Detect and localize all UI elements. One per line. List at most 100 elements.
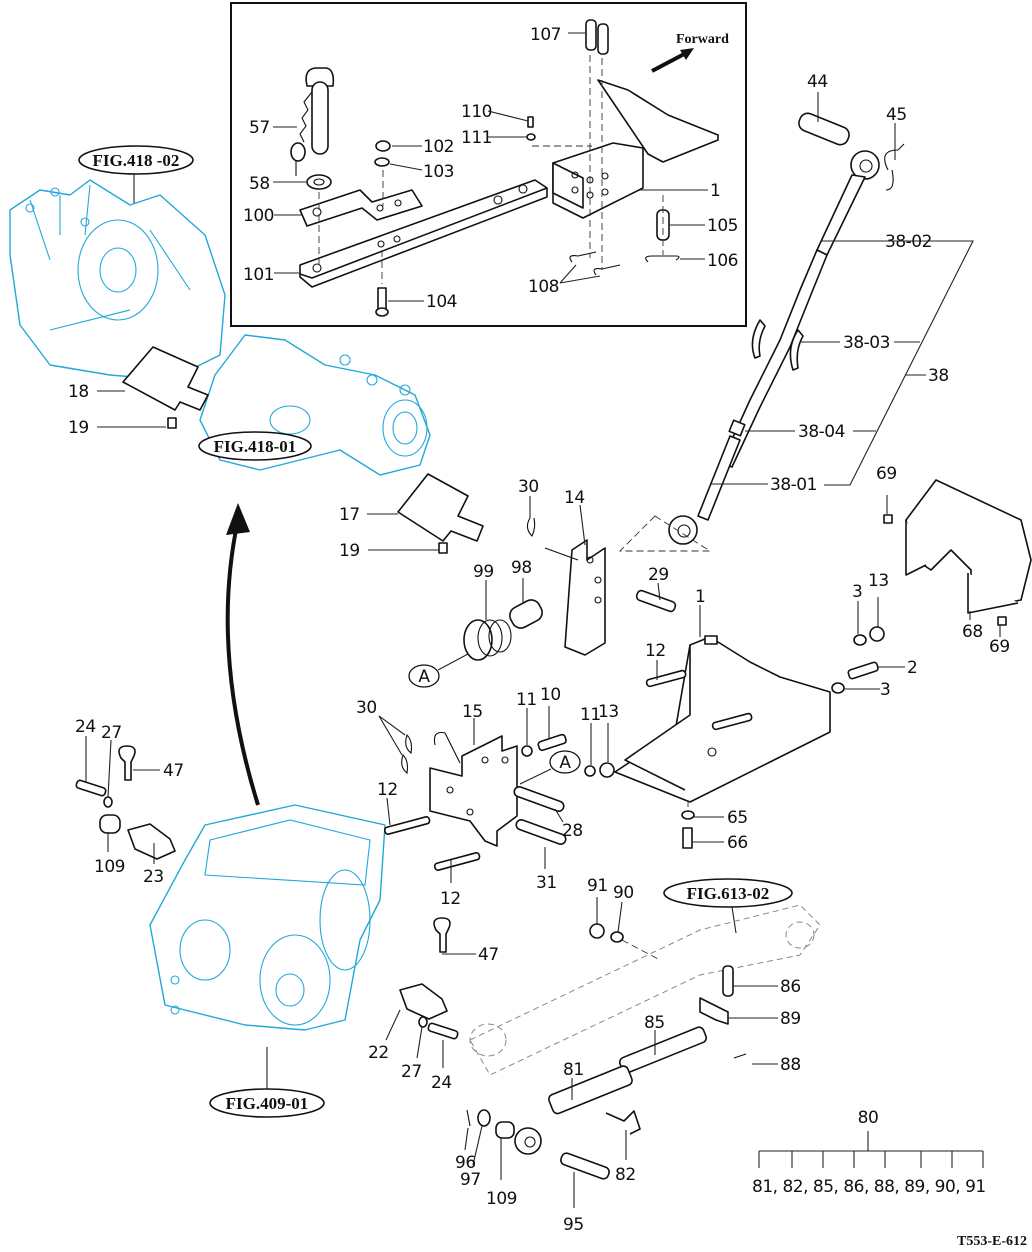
part-85-tube	[618, 1026, 708, 1074]
callout-13-b: 13	[598, 702, 619, 722]
callout-19-b: 19	[339, 541, 360, 561]
callout-31: 31	[536, 873, 557, 893]
callout-98: 98	[511, 558, 532, 578]
callout-1: 1	[695, 587, 705, 607]
fig-409-01-ref[interactable]: FIG.409-01	[209, 1047, 325, 1118]
callout-91: 91	[587, 876, 608, 896]
callout-10: 10	[540, 685, 561, 705]
svg-text:FIG.418-01[interactable]: FIG.418-01	[214, 437, 297, 456]
callout-85: 85	[644, 1013, 665, 1033]
callout-3-a: 3	[852, 582, 862, 602]
curved-arrow-icon	[225, 503, 260, 806]
part-102-nut	[375, 140, 391, 152]
part-69-screw-a	[883, 514, 893, 524]
housing-409-01	[149, 804, 386, 1031]
fig-613-02-ref[interactable]: FIG.613-02	[663, 878, 793, 934]
part-30-clip-a	[526, 517, 536, 537]
callout-13-a: 13	[868, 571, 889, 591]
callout-2: 2	[907, 658, 917, 678]
callout-27-b: 27	[401, 1062, 422, 1082]
callout-15: 15	[462, 702, 483, 722]
fig-418-01-ref[interactable]: FIG.418-01	[198, 431, 312, 461]
callout-38-01: 38-01	[770, 475, 817, 495]
callout-11-b: 11	[580, 705, 601, 725]
part-58-washer	[306, 174, 332, 190]
leader-lines	[85, 92, 1001, 1208]
part-47-pin-b	[433, 917, 451, 953]
part-109-bushing-b	[495, 1121, 515, 1139]
part-96-pin	[466, 1109, 471, 1127]
drawing-code: T553-E-612	[957, 1234, 1027, 1249]
callout-18: 18	[68, 382, 89, 402]
part-104-bolt	[375, 287, 389, 317]
callout-12-b: 12	[377, 780, 398, 800]
part-47-pin-a	[118, 745, 136, 781]
callout-69-b: 69	[989, 637, 1010, 657]
callout-88: 88	[780, 1055, 801, 1075]
callout-24-b: 24	[431, 1073, 452, 1093]
callout-12-c: 12	[440, 889, 461, 909]
callout-95: 95	[563, 1215, 584, 1235]
callout-58: 58	[249, 174, 270, 194]
svg-text:FIG.418 -02[interactable]: FIG.418 -02	[93, 151, 180, 170]
callout-28: 28	[562, 821, 583, 841]
callout-23: 23	[143, 867, 164, 887]
callout-103: 103	[423, 162, 454, 182]
forward-label: Forward	[676, 32, 729, 47]
part-10-bolt	[537, 733, 567, 752]
kit-parent-80: 80	[858, 1108, 879, 1128]
part-12-stud-b	[383, 816, 431, 835]
callout-47-b: 47	[478, 945, 499, 965]
part-27-washer-a	[103, 796, 113, 808]
part-13-nut-a	[869, 626, 885, 642]
part-88-pin	[733, 1053, 747, 1059]
part-90-washer	[610, 931, 624, 943]
part-98-sleeve	[509, 599, 543, 629]
svg-text:FIG.613-02[interactable]: FIG.613-02	[687, 884, 770, 903]
callout-109-a: 109	[94, 857, 125, 877]
part-24-bolt-b	[427, 1022, 459, 1040]
callout-19-a: 19	[68, 418, 89, 438]
part-17-plate	[397, 473, 484, 542]
callout-38-02: 38-02	[885, 232, 932, 252]
callout-96: 96	[455, 1153, 476, 1173]
callout-101: 101	[243, 265, 274, 285]
callout-17: 17	[339, 505, 360, 525]
part-11-washer-b	[584, 765, 596, 777]
part-65-washer	[681, 810, 695, 820]
forward-arrow-icon	[651, 48, 694, 73]
part-13-nut-b	[599, 762, 615, 778]
callout-107: 107	[530, 25, 561, 45]
callout-97: 97	[460, 1170, 481, 1190]
callout-90: 90	[613, 883, 634, 903]
part-97-washer	[477, 1109, 491, 1127]
part-44-pin	[798, 112, 850, 146]
part-81-eye	[514, 1127, 542, 1155]
svg-text:FIG.409-01[interactable]: FIG.409-01	[226, 1094, 309, 1113]
callout-68: 68	[962, 622, 983, 642]
part-11-washer-a	[521, 745, 533, 757]
part-19-bolt-b	[438, 542, 448, 554]
callout-12-a: 12	[645, 641, 666, 661]
callout-38: 38	[928, 366, 949, 386]
part-82-clip	[605, 1110, 641, 1135]
callout-81: 81	[563, 1060, 584, 1080]
part-23-fitting	[127, 823, 176, 860]
part-31-pin	[515, 819, 567, 845]
ref-marker-a-2: A	[519, 750, 581, 785]
part-103-washer	[374, 157, 390, 167]
part-1-hitch-bracket	[552, 79, 719, 219]
callout-29: 29	[648, 565, 669, 585]
callout-57: 57	[249, 118, 270, 138]
part-69-screw-b	[997, 616, 1007, 626]
callout-65: 65	[727, 808, 748, 828]
part-105-pin	[656, 209, 670, 241]
part-99-spring	[463, 619, 512, 661]
part-14-bracket	[544, 539, 606, 656]
part-22-fitting	[399, 983, 448, 1020]
callout-14: 14	[564, 488, 585, 508]
part-110-bolt	[527, 116, 534, 128]
kit-children-list: 81, 82, 85, 86, 88, 89, 90, 91	[752, 1177, 986, 1197]
fig-418-02-ref[interactable]: FIG.418 -02	[78, 145, 194, 203]
